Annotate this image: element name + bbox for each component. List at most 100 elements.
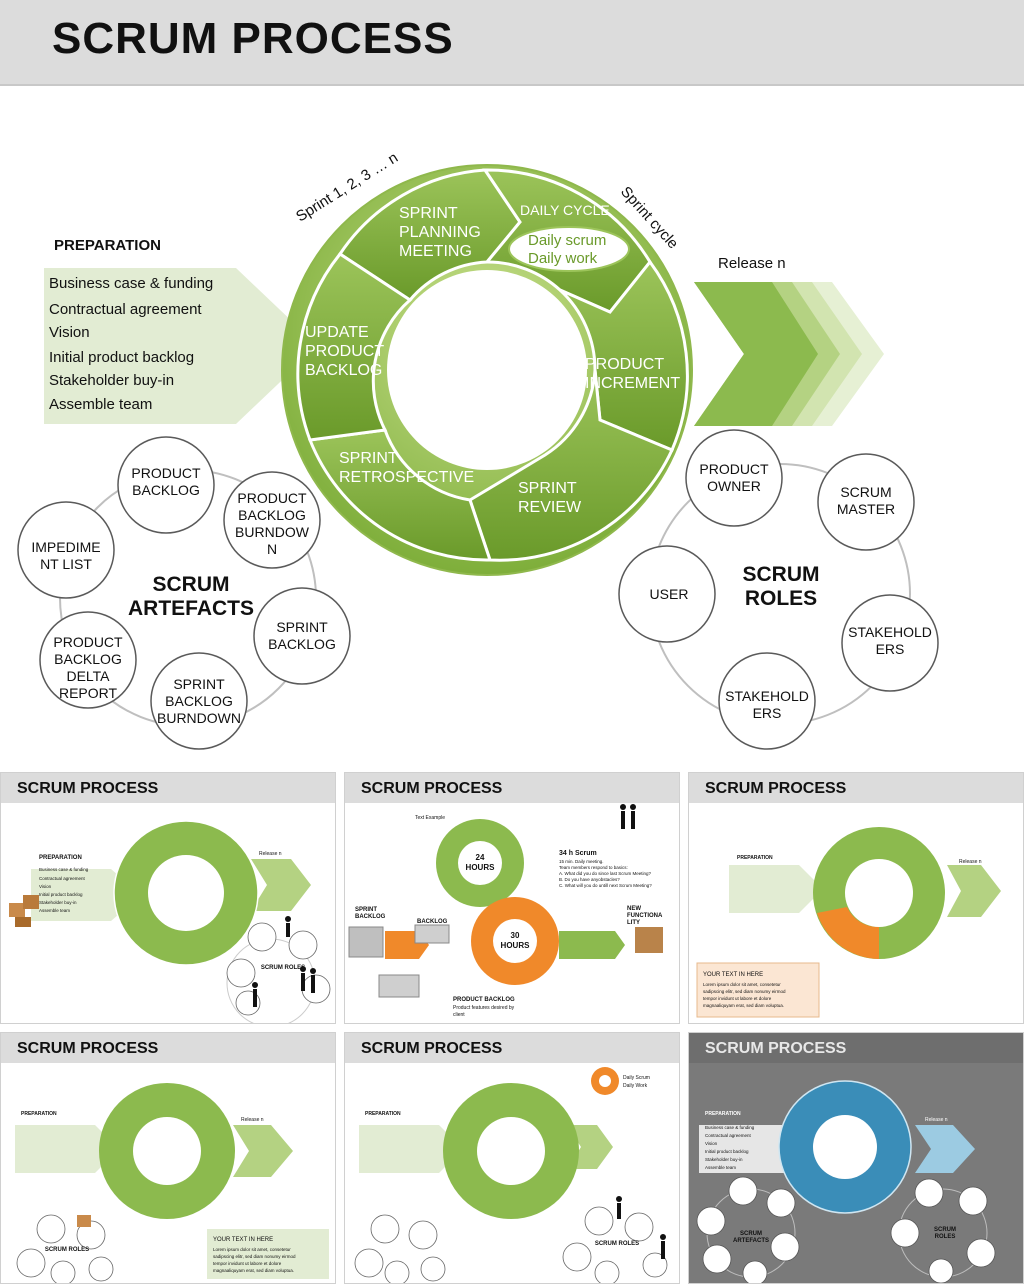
- thumbnail-title: SCRUM PROCESS: [17, 780, 159, 797]
- preparation-item: Business case & funding: [49, 275, 213, 292]
- artefact-label: DELTA: [66, 668, 110, 684]
- artefact-delta-report: [39, 611, 137, 709]
- thumb-roles: SCRUM: [934, 1227, 956, 1233]
- thumb-artefacts: ARTEFACTS: [733, 1238, 769, 1244]
- thumbnail-header: SCRUM PROCESS: [1, 773, 335, 803]
- thumb-text-body: tempor invidunt ut labore et dolore: [213, 1261, 282, 1266]
- thumb-release: Release n: [241, 1117, 264, 1123]
- retrospective-label: RETROSPECTIVE: [339, 469, 474, 486]
- daily-scrum-label: Daily scrum: [528, 232, 606, 249]
- thumbnail-header: SCRUM PROCESS: [689, 773, 1023, 803]
- artefact-label: SPRINT: [173, 676, 225, 692]
- artefact-product-backlog-burndown: [223, 471, 321, 569]
- artefact-label: BACKLOG: [238, 507, 306, 523]
- thumb-24-hours: HOURS: [466, 863, 496, 872]
- artefact-impediment-list: [17, 501, 115, 599]
- thumb-roles: SCRUM ROLES: [45, 1247, 89, 1253]
- artefact-label: NT LIST: [40, 556, 92, 572]
- review-label: SPRINT: [518, 480, 577, 497]
- thumbnail-grid: SCRUM PROCESS PREPARATION Business case …: [0, 770, 1024, 1284]
- thumbnail-diagram: PREPARATION Business case & funding Cont…: [9, 820, 331, 1023]
- update-label: UPDATE: [305, 324, 369, 341]
- thumb-release: Release n: [959, 859, 982, 865]
- thumb-new-func: NEW: [627, 906, 641, 912]
- thumb-text-body: magnaaliquyam erat, sed diam voluptua.: [703, 1003, 784, 1008]
- thumb-product-backlog-desc: Product features desired by: [453, 1005, 515, 1011]
- daily-scrum-bubble: [508, 226, 630, 272]
- role-label: ERS: [876, 641, 905, 657]
- release-arrow: [694, 282, 818, 426]
- thumbnail-diagram: PREPARATION Release n SCRUM ROLES YOUR T…: [15, 1083, 329, 1283]
- artefact-label: N: [267, 541, 277, 557]
- artefact-label: IMPEDIME: [31, 539, 100, 555]
- roles-title: SCRUM: [743, 563, 820, 586]
- thumbnail-slide-4[interactable]: SCRUM PROCESS PREPARATION Release n SCRU…: [0, 1032, 336, 1284]
- thumb-prep-item: Contractual agreement: [705, 1133, 752, 1138]
- thumbnail-diagram: PREPARATION Daily Scrum Daily Work SCRUM…: [354, 1067, 668, 1283]
- thumb-preparation: PREPARATION: [21, 1111, 57, 1117]
- planning-label: MEETING: [399, 243, 472, 260]
- role-label: PRODUCT: [699, 461, 769, 477]
- artefact-label: BACKLOG: [268, 636, 336, 652]
- thumb-prep-item: Vision: [39, 884, 52, 889]
- thumb-prep-item: Initial product backlog: [705, 1149, 749, 1154]
- thumb-backlog-items: BACKLOG: [417, 919, 448, 925]
- thumb-prep-item: Business case & funding: [705, 1125, 755, 1130]
- thumb-30-hours: HOURS: [501, 941, 531, 950]
- role-product-owner: [685, 429, 783, 527]
- thumb-text-body: magnaaliquyam erat, sed diam voluptua.: [213, 1268, 294, 1273]
- artefact-labels: PRODUCT BACKLOG PRODUCT BACKLOG BURNDOW …: [31, 465, 335, 726]
- thumb-release: Release n: [259, 851, 282, 857]
- segment-update: [296, 251, 413, 442]
- thumbnail-slide-5[interactable]: SCRUM PROCESS PREPARATION Daily Scrum Da…: [344, 1032, 680, 1284]
- role-label: USER: [650, 586, 689, 602]
- thumbnail-title: SCRUM PROCESS: [361, 1040, 503, 1057]
- thumbnail-slide-3[interactable]: SCRUM PROCESS PREPARATION Release n YOUR…: [688, 772, 1024, 1024]
- thumb-legend: Daily Scrum: [623, 1075, 650, 1081]
- artefact-label: BURNDOW: [235, 524, 310, 540]
- update-label: BACKLOG: [305, 362, 382, 379]
- preparation-item: Vision: [49, 324, 90, 341]
- thumbnail-header: SCRUM PROCESS: [345, 1033, 679, 1063]
- role-circles: [618, 429, 939, 750]
- daily-work-label: Daily work: [528, 250, 598, 267]
- thumb-scrum-title: 34 h Scrum: [559, 850, 597, 857]
- artefact-sprint-backlog-burndown: [150, 652, 248, 750]
- thumb-sprint-backlog: BACKLOG: [355, 914, 386, 920]
- preparation-item: Contractual agreement: [49, 301, 202, 318]
- thumbnail-title: SCRUM PROCESS: [17, 1040, 159, 1057]
- retrospective-label: SPRINT: [339, 450, 398, 467]
- role-stakeholders: [841, 594, 939, 692]
- thumb-prep-item: Stakeholder buy-in: [705, 1157, 743, 1162]
- thumb-release: Release n: [925, 1117, 948, 1123]
- thumb-preparation: PREPARATION: [365, 1111, 401, 1117]
- planning-label: SPRINT: [399, 205, 458, 222]
- thumb-text-title: YOUR TEXT IN HERE: [703, 972, 763, 978]
- thumbnail-slide-1[interactable]: SCRUM PROCESS PREPARATION Business case …: [0, 772, 336, 1024]
- artefact-label: PRODUCT: [237, 490, 307, 506]
- daily-cycle-label: DAILY CYCLE: [520, 202, 610, 218]
- thumbnail-slide-2[interactable]: SCRUM PROCESS 24 HOURS 30 HOURS SPRINT B…: [344, 772, 680, 1024]
- thumb-prep-item: Business case & funding: [39, 867, 89, 872]
- role-label: STAKEHOLD: [725, 688, 809, 704]
- thumbnail-header: SCRUM PROCESS: [1, 1033, 335, 1063]
- thumbnail-slide-6[interactable]: SCRUM PROCESS PREPARATION Business case …: [688, 1032, 1024, 1284]
- thumb-product-backlog: PRODUCT BACKLOG: [453, 997, 515, 1003]
- thumb-roles: SCRUM ROLES: [261, 965, 305, 971]
- thumb-scrum-line: 15 min. Daily meeting.: [559, 859, 604, 864]
- artefact-product-backlog: [117, 436, 215, 534]
- thumb-new-func: FUNCTIONA: [627, 913, 663, 919]
- thumb-roles: ROLES: [935, 1234, 956, 1240]
- artefact-label: PRODUCT: [131, 465, 201, 481]
- thumb-text-title: YOUR TEXT IN HERE: [213, 1237, 273, 1243]
- page-header: SCRUM PROCESS: [0, 0, 1024, 86]
- thumb-text-body: Lorem ipsum dolor sit amet, consetetur: [703, 982, 781, 987]
- preparation-title: PREPARATION: [54, 237, 161, 254]
- thumbnail-title: SCRUM PROCESS: [705, 1040, 847, 1057]
- role-stakeholders: [718, 652, 816, 750]
- thumb-scrum-line: A. What did you do since last Scrum Meet…: [559, 871, 652, 876]
- thumb-text-example: Text Example: [415, 815, 445, 821]
- thumb-sprint-backlog: SPRINT: [355, 907, 377, 913]
- cycle-center: [387, 270, 587, 470]
- thumb-preparation: PREPARATION: [737, 855, 773, 861]
